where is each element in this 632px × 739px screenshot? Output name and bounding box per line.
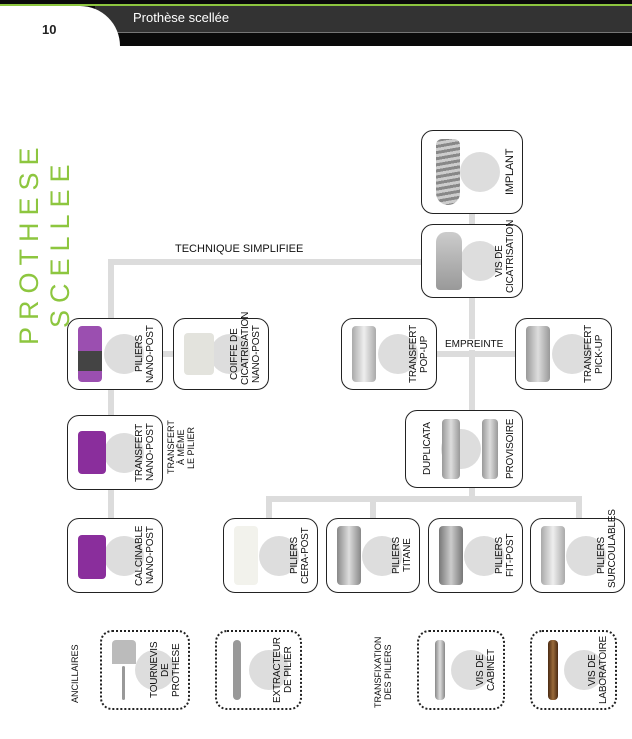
item-label: CALCINABLE NANO-POST [134, 525, 156, 586]
item-label: TOURNEVIS DE PROTHESE [149, 641, 182, 699]
technique-label: TECHNIQUE SIMPLIFIEE [175, 243, 304, 255]
extractor-icon [233, 639, 241, 701]
item-label: TRANSFERT PICK-UP [583, 324, 605, 384]
item-label: COIFFE DE CICATRISATION NANO-POST [229, 311, 262, 385]
item-transfert-pick-up[interactable]: TRANSFERT PICK-UP [515, 318, 612, 390]
transfer-icon [352, 326, 376, 382]
item-transfert-pop-up[interactable]: TRANSFERT POP-UP [341, 318, 437, 390]
connector [108, 259, 114, 559]
abutment-icon [234, 526, 258, 585]
abutment-icon [78, 326, 102, 382]
cap-icon [184, 333, 214, 375]
item-piliers-nano-post[interactable]: PILIERS NANO-POST [67, 318, 163, 390]
item-surcoulables[interactable]: PILIERS SURCOULABLES [530, 509, 625, 593]
screwdriver-shaft [122, 666, 125, 701]
screw-icon [435, 639, 445, 701]
abutment-icon [337, 526, 361, 585]
bg-circle [450, 650, 491, 690]
item-implant[interactable]: IMPLANT [421, 130, 523, 214]
header-divider [95, 32, 632, 33]
bg-circle [103, 535, 144, 576]
ancillaires-label: ANCILLAIRES [70, 644, 80, 704]
bg-circle [460, 241, 500, 281]
header-title: Prothèse scellée [133, 10, 230, 25]
connector [469, 212, 475, 502]
connector [266, 496, 582, 502]
healing-screw-icon [436, 232, 462, 290]
bg-circle [552, 334, 593, 374]
bg-circle [563, 650, 604, 690]
item-transfert-nano-post[interactable]: TRANSFERT NANO-POST [67, 415, 163, 490]
item-label: PILIERS TITANE [391, 537, 413, 574]
bg-circle [248, 650, 289, 690]
item-label: IMPLANT [504, 148, 516, 196]
connector [266, 496, 272, 521]
bg-circle [103, 334, 144, 374]
connector [435, 351, 517, 357]
bg-circle [460, 152, 500, 192]
item-label: VIS DE LABORATOIRE [587, 635, 609, 704]
duplicate-icon [442, 418, 460, 480]
item-label: PILIERS SURCOULABLES [596, 509, 618, 588]
bg-circle [259, 535, 300, 576]
item-vis-cabinet[interactable]: VIS DE CABINET [417, 630, 505, 710]
connector [370, 496, 376, 521]
empreinte-label: EMPREINTE [443, 339, 506, 350]
item-vis-cicatrisation[interactable]: VIS DE CICATRISATION [421, 219, 523, 298]
connector [576, 496, 582, 521]
item-label: VIS DE CABINET [475, 649, 497, 691]
item-duplicata-provisoire[interactable]: DUPLICATA PROVISOIRE [405, 410, 523, 488]
transfixation-label: TRANSFIXATION DES PILIERS [373, 636, 393, 708]
item-label: TRANSFERT POP-UP [408, 324, 430, 384]
page-number: 10 [42, 22, 57, 37]
bg-circle [209, 334, 250, 374]
side-title: PROTHESE SCELLEE [14, 140, 75, 345]
item-label: VIS DE CICATRISATION [494, 219, 516, 293]
bg-circle [464, 535, 505, 576]
item-coiffe[interactable]: COIFFE DE CICATRISATION NANO-POST [173, 311, 269, 390]
transfert-meme-label: TRANSFERT À MÊME LE PILIER [166, 420, 196, 475]
bg-circle [134, 650, 175, 690]
item-cera-post[interactable]: PILIERS CERA-POST [223, 518, 318, 593]
item-label: PROVISOIRE [505, 418, 516, 480]
connector [160, 351, 175, 357]
item-titane[interactable]: PILIERS TITANE [326, 518, 420, 593]
item-fit-post[interactable]: PILIERS FIT-POST [428, 518, 523, 593]
implant-icon [436, 139, 460, 205]
screw-icon [548, 639, 558, 701]
item-tournevis[interactable]: TOURNEVIS DE PROTHESE [100, 630, 190, 710]
green-line [0, 4, 632, 6]
castable-icon [78, 535, 106, 579]
page-tab [0, 6, 120, 48]
transfer-icon [526, 326, 550, 382]
item-label: PILIERS CERA-POST [289, 527, 311, 584]
bg-circle [377, 334, 418, 374]
abutment-icon [541, 526, 565, 585]
item-label: TRANSFERT NANO-POST [134, 423, 156, 482]
item-calcinable[interactable]: CALCINABLE NANO-POST [67, 518, 163, 593]
item-label: PILIERS FIT-POST [494, 533, 516, 578]
item-label: DUPLICATA [422, 422, 433, 476]
connector [108, 259, 423, 265]
abutment-icon [439, 526, 463, 585]
item-vis-laboratoire[interactable]: VIS DE LABORATOIRE [530, 630, 617, 710]
header-band [95, 6, 632, 32]
item-extracteur[interactable]: EXTRACTEUR DE PILIER [215, 630, 302, 710]
page-header: 10 Prothèse scellée [0, 0, 632, 48]
temporary-abutment-icon [482, 418, 498, 480]
bg-circle [566, 535, 607, 576]
bg-circle [103, 432, 144, 473]
bg-circle [361, 535, 402, 576]
transfer-icon [78, 430, 106, 475]
item-label: PILIERS NANO-POST [134, 325, 156, 383]
item-label: EXTRACTEUR DE PILIER [272, 637, 294, 703]
